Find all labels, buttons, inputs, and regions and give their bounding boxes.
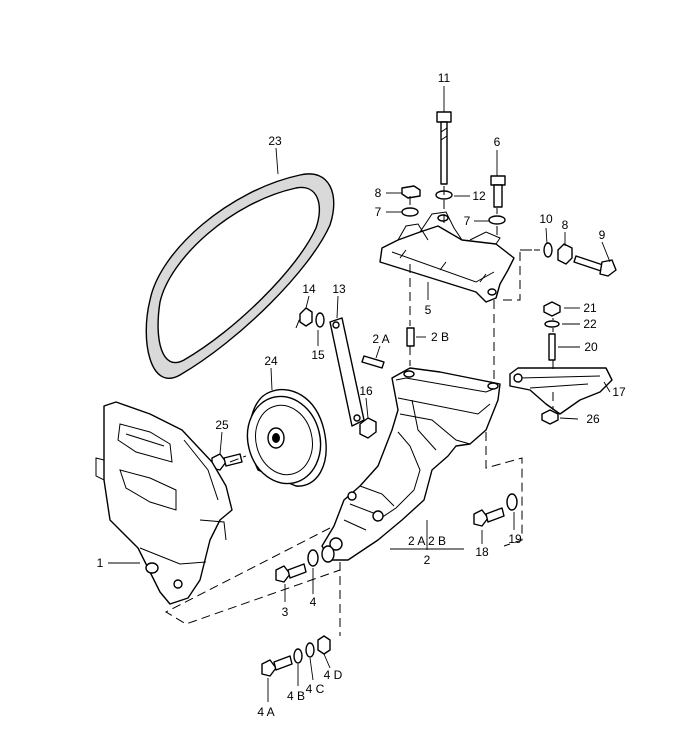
support-bracket-17	[509, 367, 613, 415]
washer-10	[543, 242, 553, 258]
callout-19: 19	[508, 532, 522, 546]
upper-bracket	[379, 211, 515, 303]
callout-3: 3	[282, 605, 289, 619]
callout-5: 5	[425, 303, 432, 317]
bolt-4a	[261, 655, 293, 677]
pulley	[246, 388, 327, 487]
callout-2a: 2 A	[372, 332, 389, 346]
callout-7-right: 7	[464, 214, 471, 228]
callout-21: 21	[583, 301, 597, 315]
callout-18: 18	[475, 545, 489, 559]
callout-9: 9	[599, 228, 606, 242]
washer-15	[315, 312, 325, 328]
stud-2a	[361, 355, 385, 369]
washer-4b	[293, 648, 303, 664]
callout-22: 22	[583, 317, 597, 331]
callout-2b: 2 B	[431, 330, 449, 344]
callout-23: 23	[268, 134, 282, 148]
callout-12: 12	[472, 189, 486, 203]
callout-4d: 4 D	[324, 668, 343, 682]
callout-4b: 4 B	[287, 689, 305, 703]
callout-16: 16	[359, 384, 373, 398]
washer-19	[506, 493, 518, 511]
bolt-11	[436, 111, 452, 185]
bolt-9	[573, 255, 617, 277]
nut-26	[541, 409, 559, 425]
callout-2: 2	[424, 553, 431, 567]
pulley-cover	[95, 401, 233, 605]
washer-7-right	[488, 215, 506, 225]
nut-21	[543, 301, 561, 317]
adjuster-strap	[329, 317, 365, 427]
bolt-18	[473, 507, 505, 527]
washer-22	[544, 320, 560, 328]
bolt-6	[490, 175, 506, 208]
callout-6: 6	[494, 135, 501, 149]
callout-25: 25	[215, 418, 229, 432]
callout-17: 17	[612, 385, 626, 399]
callout-4c: 4 C	[306, 682, 325, 696]
callout-26: 26	[586, 412, 600, 426]
washer-7-left	[401, 207, 419, 217]
callout-10: 10	[539, 212, 553, 226]
washer-4c	[305, 642, 315, 658]
callout-24: 24	[264, 354, 278, 368]
callout-15: 15	[311, 348, 325, 362]
leader-lines	[108, 86, 611, 702]
washer-4	[307, 549, 319, 567]
callout-labels: 11 6 8 12 7 7 10 8 9 23 5 14 13 2 A 2 B …	[97, 71, 626, 719]
nut-4d	[317, 635, 331, 655]
callout-7-left: 7	[375, 205, 382, 219]
nut-8-right	[557, 243, 573, 265]
callout-1: 1	[97, 556, 104, 570]
callout-8-right: 8	[562, 218, 569, 232]
bolt-25	[211, 453, 243, 471]
callout-4a: 4 A	[257, 705, 274, 719]
callout-11: 11	[438, 71, 451, 85]
stud-20	[548, 333, 556, 361]
main-bracket	[321, 367, 501, 561]
drive-belt	[145, 173, 335, 379]
callout-8-upper: 8	[375, 186, 382, 200]
callout-13: 13	[332, 282, 346, 296]
nut-14	[299, 307, 313, 327]
alignment-lines	[164, 186, 554, 636]
nut-8-upper	[401, 185, 421, 199]
stud-2b	[406, 327, 415, 347]
callout-14: 14	[302, 282, 316, 296]
bolt-3	[275, 563, 307, 583]
spacer	[321, 545, 335, 563]
callout-4: 4	[310, 595, 317, 609]
callout-2a-2b: 2 A 2 B	[408, 534, 446, 548]
callout-20: 20	[584, 340, 598, 354]
